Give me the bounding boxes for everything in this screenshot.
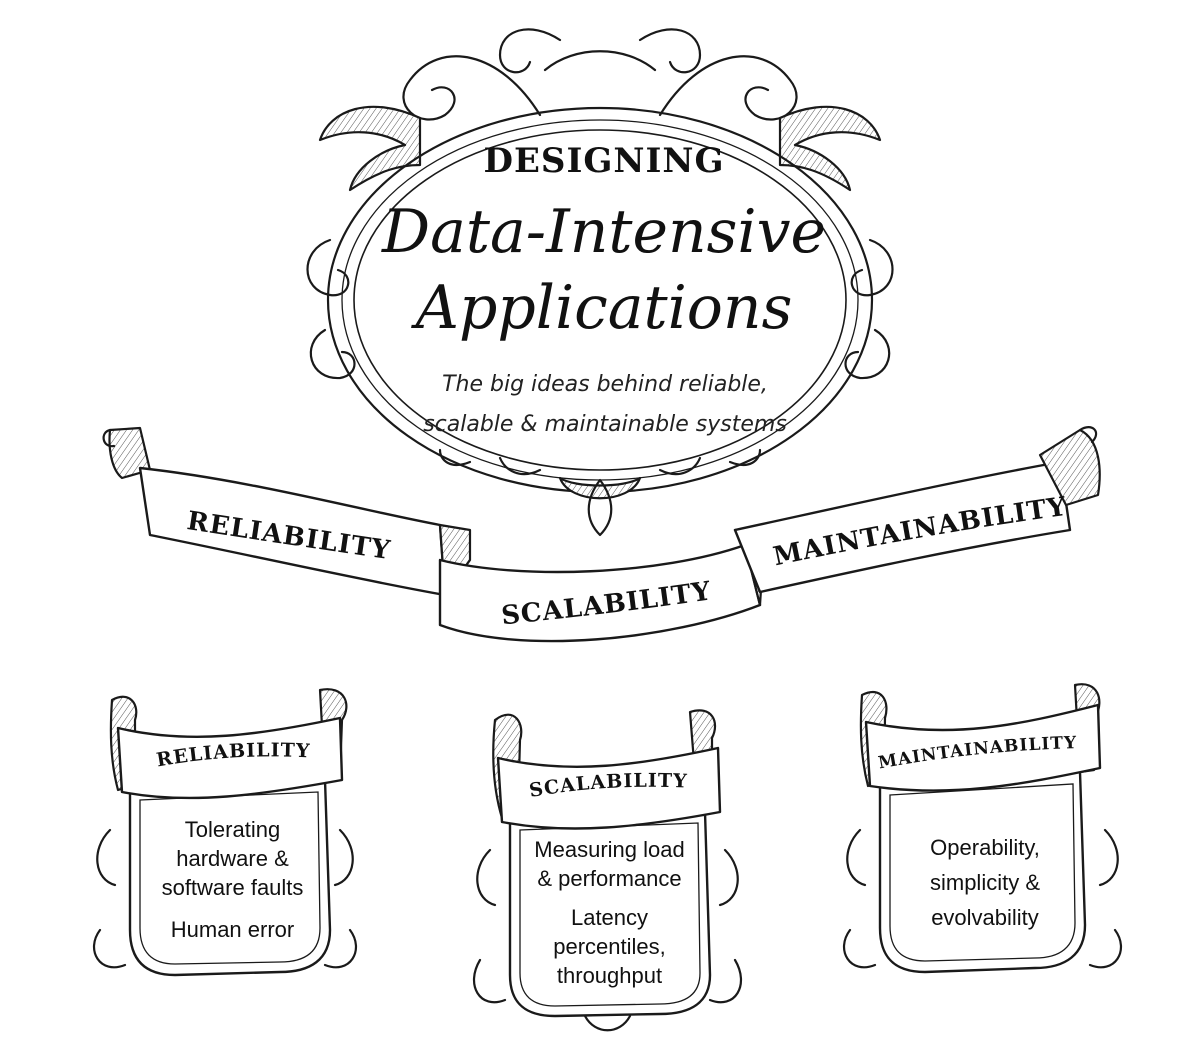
shield-1-line: software faults	[161, 875, 304, 900]
shield-3-line: Operability,	[930, 835, 1040, 860]
shield-1-line: Human error	[170, 917, 295, 942]
ribbon-banner	[102, 426, 1101, 643]
shield-3-body: Operability, simplicity & evolvability	[895, 830, 1075, 935]
shield-2-line: percentiles,	[553, 934, 666, 959]
title-line-1: Data-Intensive	[381, 197, 826, 267]
shield-scalability	[472, 709, 743, 1032]
shield-1-line: Tolerating	[184, 817, 281, 842]
shield-2-line: Latency	[570, 905, 649, 930]
shield-3-line: simplicity &	[929, 870, 1040, 895]
shield-1-body: Tolerating hardware & software faults Hu…	[145, 815, 320, 944]
title-prefix: DESIGNING	[484, 141, 725, 181]
shield-2-line: throughput	[556, 963, 663, 988]
shield-2-line: Measuring load	[534, 837, 685, 862]
shield-2-body: Measuring load & performance Latency per…	[522, 835, 697, 990]
shield-1-line: hardware &	[176, 846, 289, 871]
shield-maintainability	[842, 683, 1123, 974]
subtitle-line-1: The big ideas behind reliable,	[442, 372, 768, 397]
title-frame	[306, 28, 894, 537]
title-line-2: Applications	[411, 273, 793, 343]
shield-2-line: & performance	[537, 866, 682, 891]
shield-3-line: evolvability	[931, 905, 1039, 930]
shield-reliability	[92, 688, 358, 977]
subtitle-line-2: scalable & maintainable systems	[423, 412, 787, 437]
